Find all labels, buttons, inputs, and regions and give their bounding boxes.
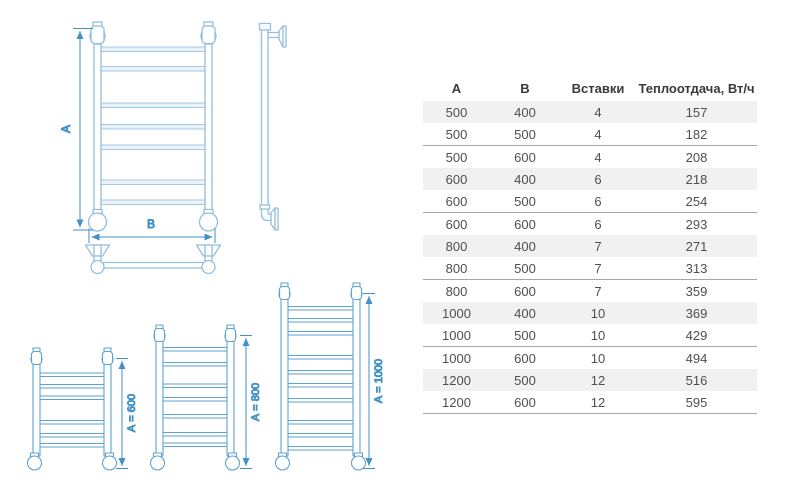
table-header-row: А В Вставки Теплоотдача, Вт/ч	[423, 76, 757, 101]
table-row: 800 600 7 359	[423, 280, 757, 303]
table-header-cell: А	[451, 81, 462, 96]
table-header-cell: Теплоотдача, Вт/ч	[638, 81, 755, 96]
technical-drawings: А В	[26, 21, 386, 471]
table-cell: 500	[490, 257, 560, 280]
table-cell: 157	[636, 101, 757, 123]
table-cell: 4	[560, 101, 636, 123]
dimension-a-label: А	[59, 125, 73, 133]
dimension-a: А	[59, 28, 93, 231]
table-cell: 500	[490, 190, 560, 213]
dimension-variant-800: А = 800	[240, 335, 263, 469]
table-cell: 6	[560, 190, 636, 213]
table-cell: 4	[594, 149, 602, 165]
table-cell: 500	[423, 123, 490, 146]
table-cell: 271	[636, 235, 757, 257]
dimension-b-label: В	[147, 217, 155, 231]
table-cell: 10	[560, 324, 636, 347]
table-cell: 1200	[423, 369, 490, 391]
table-cell: 400	[490, 302, 560, 324]
table-row: 600 600 6 293	[423, 213, 757, 236]
table-cell: 500	[490, 369, 560, 391]
table-cell: 1000	[442, 350, 471, 366]
table-cell: 600	[423, 168, 490, 190]
side-view-drawing	[258, 22, 287, 231]
table-cell: 429	[636, 324, 757, 347]
table-cell: 400	[490, 235, 560, 257]
table-cell: 600	[514, 283, 536, 299]
table-cell: 516	[636, 369, 757, 391]
front-view-drawing	[87, 21, 219, 232]
table-cell: 1200	[423, 391, 490, 414]
table-cell: 500	[423, 101, 490, 123]
table-cell: 500	[490, 123, 560, 146]
table-cell: 800	[445, 283, 468, 299]
table-cell: 7	[594, 283, 602, 299]
table-cell: 7	[560, 235, 636, 257]
table-cell: 182	[636, 123, 757, 146]
table-cell: 1000	[423, 324, 490, 347]
table-cell: 1000	[423, 302, 490, 324]
table-cell: 600	[514, 350, 536, 366]
table-cell: 600	[490, 391, 560, 414]
table-cell: 359	[685, 283, 708, 299]
dimension-variant-1000: А = 1000	[363, 293, 386, 469]
table-cell: 800	[423, 235, 490, 257]
variant-600-drawing	[26, 347, 118, 471]
table-cell: 600	[514, 149, 536, 165]
table-cell: 7	[560, 257, 636, 280]
table-cell: 10	[560, 302, 636, 324]
variant-1000-label: А = 1000	[373, 359, 385, 403]
variant-600-label: А = 600	[126, 394, 138, 432]
table-cell: 500	[445, 149, 468, 165]
table-cell: 4	[560, 123, 636, 146]
towel-rail-diagram: А В	[26, 21, 386, 471]
table-cell: 10	[590, 350, 606, 366]
table-row: 1000 600 10 494	[423, 347, 757, 370]
table-cell: 6	[560, 168, 636, 190]
table-cell: 313	[636, 257, 757, 280]
table-cell: 6	[594, 216, 602, 232]
table-cell: 12	[560, 391, 636, 414]
table-cell: 218	[636, 168, 757, 190]
table-cell: 12	[560, 369, 636, 391]
table-cell: 595	[636, 391, 757, 414]
table-cell: 800	[423, 257, 490, 280]
table-cell: 369	[636, 302, 757, 324]
table-cell: 400	[490, 101, 560, 123]
table-header-cell: Вставки	[571, 81, 625, 96]
dimension-b: В	[88, 217, 216, 243]
table-cell: 494	[685, 350, 708, 366]
dimension-variant-600: А = 600	[116, 358, 139, 469]
table-cell: 254	[636, 190, 757, 213]
table-cell: 600	[423, 190, 490, 213]
table-cell: 500	[490, 324, 560, 347]
table-row: 500 600 4 208	[423, 146, 757, 169]
table-cell: 293	[685, 216, 708, 232]
table-cell: 208	[685, 149, 708, 165]
variant-800-drawing	[149, 324, 241, 471]
table-header-cell: В	[520, 81, 530, 96]
table-cell: 400	[490, 168, 560, 190]
top-view-drawing	[84, 244, 222, 275]
variant-800-label: А = 800	[250, 383, 262, 421]
variant-1000-drawing	[274, 282, 367, 471]
table-cell: 600	[514, 216, 536, 232]
table-cell: 600	[445, 216, 468, 232]
